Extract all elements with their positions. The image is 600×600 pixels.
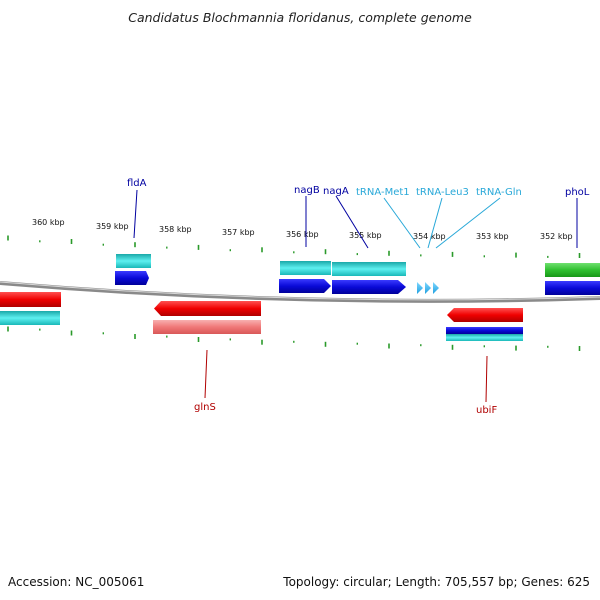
scale-label-359: 359 kbp xyxy=(96,222,129,231)
trna-gln-label[interactable]: tRNA-Gln xyxy=(476,187,522,198)
trna-leu3-leader xyxy=(427,197,443,249)
scale-label-357: 357 kbp xyxy=(222,228,255,237)
left-red-feature[interactable] xyxy=(0,292,61,307)
ubiF-cyan-feature[interactable] xyxy=(446,334,523,341)
nagB-cyan-feature[interactable] xyxy=(280,261,331,275)
nagA-leader xyxy=(335,195,369,249)
ubiF-label[interactable]: ubiF xyxy=(476,405,497,416)
fldA-cyan-feature[interactable] xyxy=(116,254,151,268)
trna-leu3-feature[interactable] xyxy=(425,282,431,294)
scale-label-353: 353 kbp xyxy=(476,232,509,241)
map-title: Candidatus Blochmannia floridanus, compl… xyxy=(128,10,472,25)
phoL-label[interactable]: phoL xyxy=(565,187,590,198)
reverse-features xyxy=(0,292,523,341)
trna-met1-feature[interactable] xyxy=(417,282,423,294)
ubiF-red-feature[interactable] xyxy=(447,308,523,322)
scale-label-360: 360 kbp xyxy=(32,218,65,227)
fldA-blue-feature[interactable] xyxy=(115,271,149,285)
nagA-blue-feature[interactable] xyxy=(332,280,406,294)
trna-met1-label[interactable]: tRNA-Met1 xyxy=(356,187,410,198)
accession-text: Accession: NC_005061 xyxy=(8,575,145,589)
lower-tick-row xyxy=(7,326,581,351)
scale-label-355: 355 kbp xyxy=(349,231,382,240)
fldA-leader xyxy=(133,189,138,239)
scale-label-358: 358 kbp xyxy=(159,225,192,234)
phoL-blue-feature[interactable] xyxy=(545,281,600,295)
gene-labels: fldA nagB nagA tRNA-Met1 tRNA-Leu3 tRNA-… xyxy=(127,178,590,416)
scale-label-354: 354 kbp xyxy=(413,232,446,241)
genome-backbone xyxy=(0,281,600,303)
glnS-pink-feature[interactable] xyxy=(153,320,261,334)
fldA-label[interactable]: fldA xyxy=(127,178,147,189)
nagA-label[interactable]: nagA xyxy=(323,186,349,197)
label-leaders xyxy=(133,189,578,403)
nagB-label[interactable]: nagB xyxy=(294,185,320,196)
trna-gln-leader xyxy=(435,197,501,249)
forward-features xyxy=(115,254,600,295)
glnS-red-feature[interactable] xyxy=(154,301,261,316)
nagB-blue-feature[interactable] xyxy=(279,279,331,293)
phoL-green-feature[interactable] xyxy=(545,263,600,277)
ubiF-leader xyxy=(485,355,488,403)
genome-backbone-highlight xyxy=(0,281,600,301)
scale-label-356: 356 kbp xyxy=(286,230,319,239)
nagA-cyan-feature[interactable] xyxy=(332,262,406,276)
left-cyan-feature[interactable] xyxy=(0,311,60,325)
upper-tick-row xyxy=(7,235,581,258)
ubiF-blue-feature[interactable] xyxy=(446,327,523,334)
scale-label-352: 352 kbp xyxy=(540,232,573,241)
scale-labels: 360 kbp 359 kbp 358 kbp 357 kbp 356 kbp … xyxy=(32,218,573,241)
genome-summary-text: Topology: circular; Length: 705,557 bp; … xyxy=(283,575,590,589)
trna-gln-feature[interactable] xyxy=(433,282,439,294)
glnS-leader xyxy=(204,349,208,399)
trna-leu3-label[interactable]: tRNA-Leu3 xyxy=(416,187,469,198)
glnS-label[interactable]: glnS xyxy=(194,402,216,413)
trna-met1-leader xyxy=(383,197,421,249)
